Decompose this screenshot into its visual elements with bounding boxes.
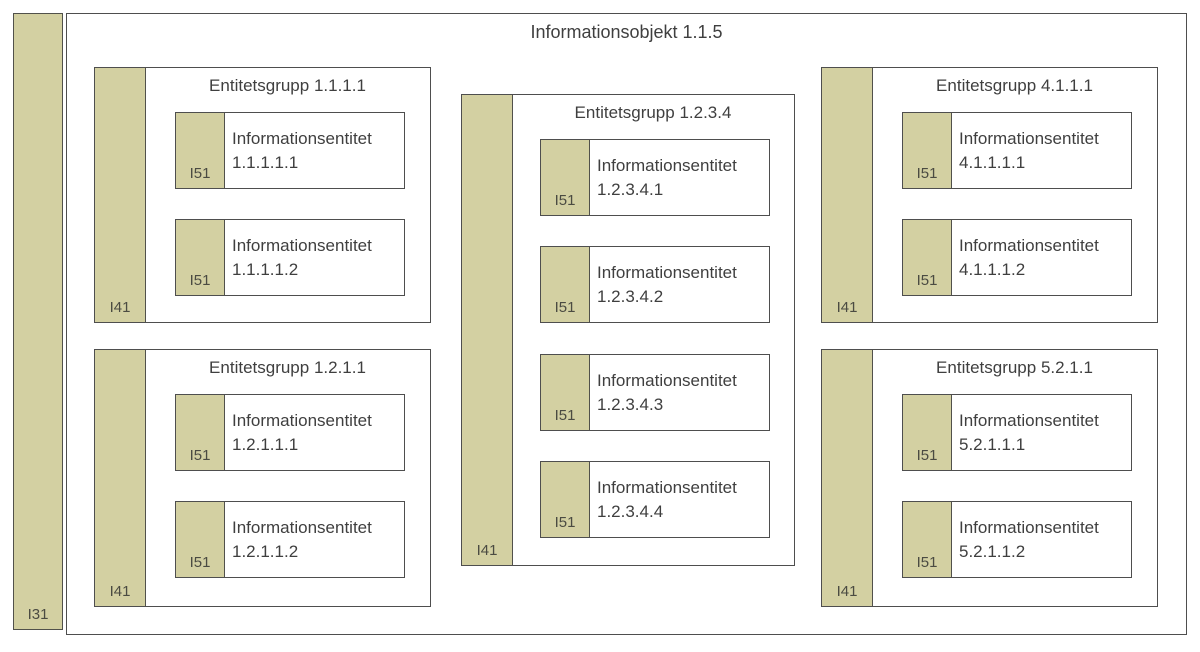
entity-number: 1.2.1.1.1 bbox=[232, 434, 299, 454]
entity-id-label: I51 bbox=[189, 272, 211, 289]
entity-id-bar: I51 bbox=[176, 113, 225, 188]
entity-id-label: I51 bbox=[554, 192, 576, 209]
entity-group-box-4: I41 Entitetsgrupp 4.1.1.1 I51 Informatio… bbox=[821, 67, 1158, 323]
information-object-box: Informationsobjekt 1.1.5 I41 Entitetsgru… bbox=[66, 13, 1187, 635]
entity-id-bar: I51 bbox=[176, 220, 225, 295]
entity-id-label: I51 bbox=[554, 299, 576, 316]
entity-number: 4.1.1.1.2 bbox=[959, 259, 1026, 279]
entity-name: Informationsentitet bbox=[959, 235, 1099, 255]
entity-number: 1.2.3.4.3 bbox=[597, 394, 664, 414]
entity-box: I51 Informationsentitet 4.1.1.1.1 bbox=[902, 112, 1132, 189]
entity-name: Informationsentitet bbox=[232, 235, 372, 255]
entity-text: Informationsentitet 1.2.1.1.2 bbox=[232, 502, 402, 577]
entity-box: I51 Informationsentitet 1.2.1.1.1 bbox=[175, 394, 405, 471]
group-id-label: I41 bbox=[109, 583, 131, 600]
entity-number: 1.2.3.4.1 bbox=[597, 179, 664, 199]
entity-box: I51 Informationsentitet 1.1.1.1.2 bbox=[175, 219, 405, 296]
entity-box: I51 Informationsentitet 1.2.3.4.1 bbox=[540, 139, 770, 216]
entity-group-box-3: I41 Entitetsgrupp 1.2.3.4 I51 Informatio… bbox=[461, 94, 795, 566]
entity-text: Informationsentitet 5.2.1.1.1 bbox=[959, 395, 1129, 470]
group-id-label: I41 bbox=[109, 299, 131, 316]
entity-text: Informationsentitet 4.1.1.1.2 bbox=[959, 220, 1129, 295]
entity-name: Informationsentitet bbox=[959, 517, 1099, 537]
entity-id-bar: I51 bbox=[541, 355, 590, 430]
entity-text: Informationsentitet 1.2.3.4.1 bbox=[597, 140, 767, 215]
entity-number: 1.1.1.1.2 bbox=[232, 259, 299, 279]
entity-id-bar: I51 bbox=[541, 140, 590, 215]
entity-name: Informationsentitet bbox=[597, 370, 737, 390]
group-id-bar: I41 bbox=[822, 68, 873, 322]
group-id-label: I41 bbox=[836, 299, 858, 316]
group-title: Entitetsgrupp 4.1.1.1 bbox=[936, 76, 1093, 95]
entity-box: I51 Informationsentitet 5.2.1.1.1 bbox=[902, 394, 1132, 471]
entity-text: Informationsentitet 1.2.1.1.1 bbox=[232, 395, 402, 470]
entity-id-bar: I51 bbox=[541, 247, 590, 322]
entity-id-bar: I51 bbox=[176, 502, 225, 577]
entity-text: Informationsentitet 1.2.3.4.3 bbox=[597, 355, 767, 430]
group-id-bar: I41 bbox=[95, 68, 146, 322]
entity-group-box-1: I41 Entitetsgrupp 1.1.1.1 I51 Informatio… bbox=[94, 67, 431, 323]
group-title: Entitetsgrupp 5.2.1.1 bbox=[936, 358, 1093, 377]
entity-text: Informationsentitet 1.2.3.4.4 bbox=[597, 462, 767, 537]
entity-id-bar: I51 bbox=[903, 113, 952, 188]
group-id-bar: I41 bbox=[95, 350, 146, 606]
root-object-id-label: I31 bbox=[27, 606, 49, 623]
entity-name: Informationsentitet bbox=[232, 410, 372, 430]
entity-name: Informationsentitet bbox=[597, 155, 737, 175]
entity-text: Informationsentitet 1.1.1.1.2 bbox=[232, 220, 402, 295]
entity-number: 5.2.1.1.1 bbox=[959, 434, 1026, 454]
entity-box: I51 Informationsentitet 1.2.3.4.4 bbox=[540, 461, 770, 538]
entity-box: I51 Informationsentitet 4.1.1.1.2 bbox=[902, 219, 1132, 296]
entity-text: Informationsentitet 1.1.1.1.1 bbox=[232, 113, 402, 188]
entity-box: I51 Informationsentitet 1.2.3.4.2 bbox=[540, 246, 770, 323]
entity-id-label: I51 bbox=[554, 514, 576, 531]
group-id-label: I41 bbox=[836, 583, 858, 600]
entity-name: Informationsentitet bbox=[597, 262, 737, 282]
entity-id-label: I51 bbox=[189, 447, 211, 464]
entity-id-label: I51 bbox=[916, 554, 938, 571]
entity-id-label: I51 bbox=[189, 165, 211, 182]
entity-number: 1.2.1.1.2 bbox=[232, 541, 299, 561]
entity-id-label: I51 bbox=[554, 407, 576, 424]
entity-number: 5.2.1.1.2 bbox=[959, 541, 1026, 561]
entity-group-box-5: I41 Entitetsgrupp 5.2.1.1 I51 Informatio… bbox=[821, 349, 1158, 607]
entity-box: I51 Informationsentitet 1.2.1.1.2 bbox=[175, 501, 405, 578]
entity-text: Informationsentitet 5.2.1.1.2 bbox=[959, 502, 1129, 577]
root-object-bar: I31 bbox=[13, 13, 63, 630]
entity-id-label: I51 bbox=[189, 554, 211, 571]
entity-number: 4.1.1.1.1 bbox=[959, 152, 1026, 172]
entity-box: I51 Informationsentitet 1.1.1.1.1 bbox=[175, 112, 405, 189]
entity-id-bar: I51 bbox=[176, 395, 225, 470]
entity-box: I51 Informationsentitet 5.2.1.1.2 bbox=[902, 501, 1132, 578]
entity-number: 1.2.3.4.4 bbox=[597, 501, 664, 521]
entity-id-bar: I51 bbox=[903, 220, 952, 295]
group-id-label: I41 bbox=[476, 542, 498, 559]
entity-number: 1.1.1.1.1 bbox=[232, 152, 299, 172]
entity-text: Informationsentitet 4.1.1.1.1 bbox=[959, 113, 1129, 188]
entity-id-bar: I51 bbox=[541, 462, 590, 537]
entity-name: Informationsentitet bbox=[959, 128, 1099, 148]
entity-id-bar: I51 bbox=[903, 502, 952, 577]
entity-name: Informationsentitet bbox=[232, 517, 372, 537]
entity-text: Informationsentitet 1.2.3.4.2 bbox=[597, 247, 767, 322]
entity-box: I51 Informationsentitet 1.2.3.4.3 bbox=[540, 354, 770, 431]
information-object-title: Informationsobjekt 1.1.5 bbox=[530, 22, 723, 42]
group-title: Entitetsgrupp 1.2.3.4 bbox=[574, 103, 732, 122]
entity-name: Informationsentitet bbox=[959, 410, 1099, 430]
entity-number: 1.2.3.4.2 bbox=[597, 286, 664, 306]
entity-name: Informationsentitet bbox=[597, 477, 737, 497]
entity-id-bar: I51 bbox=[903, 395, 952, 470]
group-title: Entitetsgrupp 1.1.1.1 bbox=[209, 76, 366, 95]
entity-id-label: I51 bbox=[916, 272, 938, 289]
entity-name: Informationsentitet bbox=[232, 128, 372, 148]
group-id-bar: I41 bbox=[462, 95, 513, 565]
group-id-bar: I41 bbox=[822, 350, 873, 606]
entity-id-label: I51 bbox=[916, 447, 938, 464]
entity-group-box-2: I41 Entitetsgrupp 1.2.1.1 I51 Informatio… bbox=[94, 349, 431, 607]
entity-id-label: I51 bbox=[916, 165, 938, 182]
group-title: Entitetsgrupp 1.2.1.1 bbox=[209, 358, 366, 377]
